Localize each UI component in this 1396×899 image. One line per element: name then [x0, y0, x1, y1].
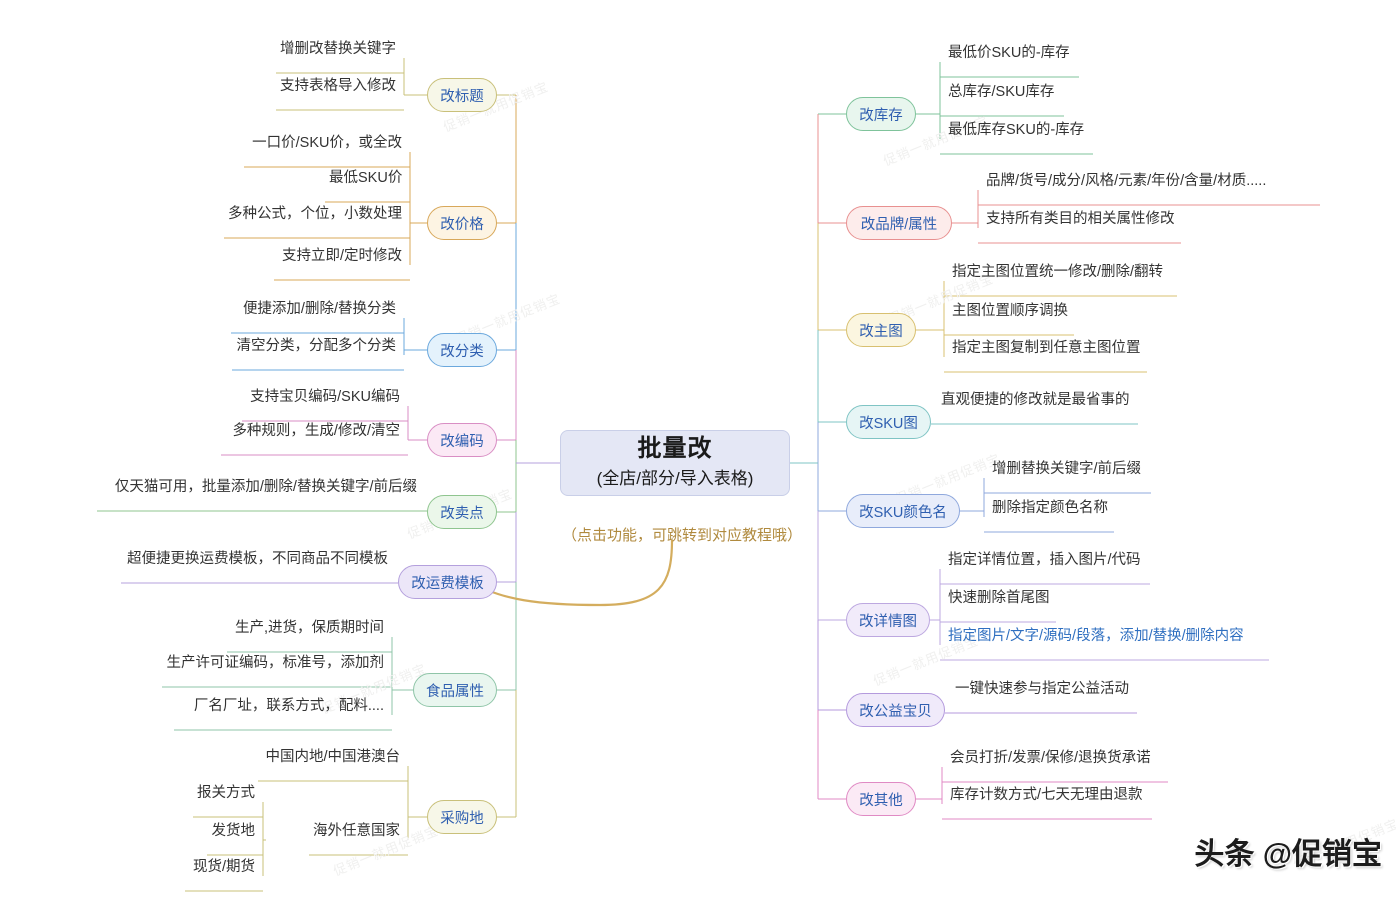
annotation-text: （点击功能，可跳转到对应教程哦） [562, 527, 803, 544]
branch-node-left-0[interactable]: 改标题 [427, 78, 497, 112]
leaf-left-5-0[interactable]: 超便捷更换运费模板，不同商品不同模板 [127, 551, 388, 567]
leaf-left-0-1[interactable]: 支持表格导入修改 [280, 78, 396, 94]
leaf-left-1-2[interactable]: 多种公式，个位，小数处理 [228, 206, 402, 222]
leaf-left-1-3[interactable]: 支持立即/定时修改 [281, 248, 402, 264]
leaf-right-0-1[interactable]: 总库存/SKU库存 [948, 84, 1055, 100]
brand-watermark: 头条 @促销宝 [1194, 838, 1382, 871]
leaf-right-4-1[interactable]: 删除指定颜色名称 [992, 500, 1108, 516]
branch-node-right-3[interactable]: 改SKU图 [846, 405, 931, 439]
branch-node-left-7[interactable]: 采购地 [427, 800, 497, 834]
branch-node-right-6[interactable]: 改公益宝贝 [846, 693, 945, 727]
branch-label: 食品属性 [426, 683, 484, 700]
branch-label: 改SKU颜色名 [859, 504, 947, 521]
leaf-left-7-gc-2[interactable]: 现货/期货 [192, 859, 255, 875]
leaf-left-2-0[interactable]: 便捷添加/删除/替换分类 [242, 301, 396, 317]
leaf-left-4-0[interactable]: 仅天猫可用，批量添加/删除/替换关键字/前后缀 [114, 479, 417, 495]
branch-node-right-4[interactable]: 改SKU颜色名 [846, 494, 960, 528]
leaf-left-7-gc-1[interactable]: 发货地 [211, 823, 256, 839]
branch-label: 改品牌/属性 [860, 216, 938, 233]
leaf-left-6-1[interactable]: 生产许可证编码，标准号，添加剂 [166, 655, 385, 671]
branch-node-right-2[interactable]: 改主图 [846, 313, 916, 347]
leaf-right-2-0[interactable]: 指定主图位置统一修改/删除/翻转 [952, 264, 1164, 280]
leaf-right-3-0[interactable]: 直观便捷的修改就是最省事的 [941, 392, 1130, 408]
leaf-right-2-2[interactable]: 指定主图复制到任意主图位置 [952, 340, 1141, 356]
leaf-right-7-1[interactable]: 库存计数方式/七天无理由退款 [950, 787, 1143, 803]
branch-node-left-3[interactable]: 改编码 [427, 423, 497, 457]
leaf-right-5-1[interactable]: 快速删除首尾图 [948, 590, 1050, 606]
leaf-left-1-1[interactable]: 最低SKU价 [329, 170, 403, 186]
branch-label: 改SKU图 [859, 415, 918, 432]
root-node[interactable]: 批量改 (全店/部分/导入表格) [560, 430, 790, 496]
branch-label: 改价格 [440, 216, 484, 233]
branch-node-right-0[interactable]: 改库存 [846, 97, 916, 131]
leaf-left-0-0[interactable]: 增删改替换关键字 [280, 41, 396, 57]
branch-label: 改主图 [859, 323, 903, 340]
branch-node-right-1[interactable]: 改品牌/属性 [846, 206, 952, 240]
branch-node-left-2[interactable]: 改分类 [427, 333, 497, 367]
branch-label: 改卖点 [440, 505, 484, 522]
branch-label: 改编码 [440, 433, 484, 450]
leaf-right-4-0[interactable]: 增删替换关键字/前后缀 [992, 461, 1142, 477]
branch-node-left-1[interactable]: 改价格 [427, 206, 497, 240]
branch-label: 改公益宝贝 [859, 703, 932, 720]
branch-label: 改标题 [440, 88, 484, 105]
branch-node-left-6[interactable]: 食品属性 [413, 673, 497, 707]
leaf-left-3-0[interactable]: 支持宝贝编码/SKU编码 [250, 389, 400, 405]
leaf-right-7-0[interactable]: 会员打折/发票/保修/退换货承诺 [950, 750, 1151, 766]
leaf-left-2-1[interactable]: 清空分类，分配多个分类 [236, 338, 397, 354]
branch-label: 改运费模板 [411, 575, 484, 592]
branch-label: 改库存 [859, 107, 903, 124]
leaf-left-6-2[interactable]: 厂名厂址，联系方式，配料.... [193, 698, 384, 714]
leaf-left-7-1[interactable]: 海外任意国家 [313, 823, 400, 839]
branch-node-right-7[interactable]: 改其他 [846, 782, 916, 816]
branch-label: 采购地 [440, 810, 484, 827]
branch-node-left-5[interactable]: 改运费模板 [398, 565, 497, 599]
branch-node-left-4[interactable]: 改卖点 [427, 495, 497, 529]
leaf-right-1-1[interactable]: 支持所有类目的相关属性修改 [986, 211, 1175, 227]
leaf-left-1-0[interactable]: 一口价/SKU价，或全改 [252, 135, 402, 151]
root-subtitle: (全店/部分/导入表格) [596, 469, 754, 489]
branch-label: 改分类 [440, 343, 484, 360]
leaf-right-5-2[interactable]: 指定图片/文字/源码/段落，添加/替换/删除内容 [948, 628, 1244, 644]
leaf-left-3-1[interactable]: 多种规则，生成/修改/清空 [232, 423, 400, 439]
leaf-right-0-0[interactable]: 最低价SKU的-库存 [948, 45, 1070, 61]
root-title: 批量改 [637, 435, 713, 463]
leaf-left-7-0[interactable]: 中国内地/中国港澳台 [265, 749, 400, 765]
leaf-left-7-gc-0[interactable]: 报关方式 [197, 785, 255, 801]
leaf-left-6-0[interactable]: 生产,进货，保质期时间 [234, 620, 384, 636]
branch-node-right-5[interactable]: 改详情图 [846, 603, 930, 637]
leaf-right-1-0[interactable]: 品牌/货号/成分/风格/元素/年份/含量/材质..... [986, 173, 1267, 189]
branch-label: 改其他 [859, 792, 903, 809]
branch-label: 改详情图 [859, 613, 917, 630]
leaf-right-5-0[interactable]: 指定详情位置，插入图片/代码 [948, 552, 1141, 568]
leaf-right-6-0[interactable]: 一键快速参与指定公益活动 [955, 681, 1129, 697]
leaf-right-0-2[interactable]: 最低库存SKU的-库存 [948, 122, 1085, 138]
leaf-right-2-1[interactable]: 主图位置顺序调换 [952, 303, 1068, 319]
